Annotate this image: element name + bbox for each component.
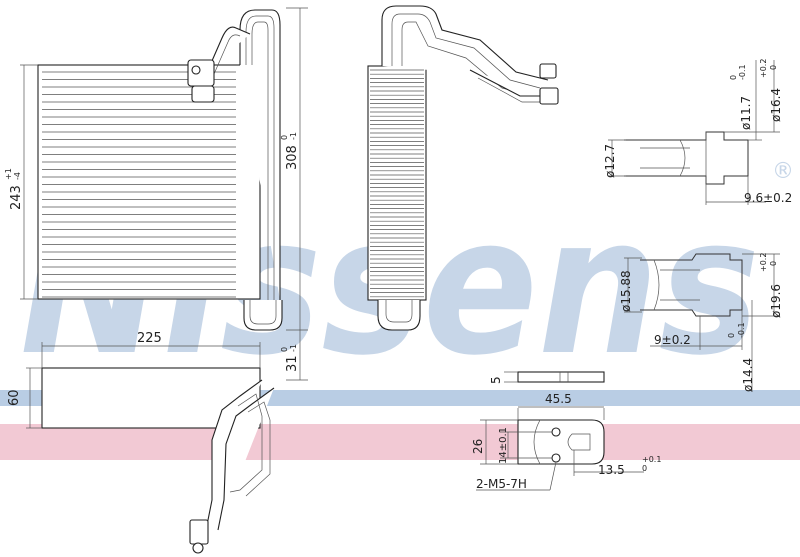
dim-offset: 31 (285, 355, 300, 372)
dim-pipe-small-id-tol-lower: -0.1 (738, 64, 747, 80)
dim-height-total: 308 (285, 145, 300, 170)
dim-pipe-small-od: ø12.7 (603, 144, 617, 178)
pink-band (0, 424, 800, 460)
dim-pipe-small-collar: ø16.4 (769, 88, 783, 122)
dim-flange-height: 26 (471, 439, 485, 454)
dim-pipe-large-id-tol-upper: 0 (727, 333, 736, 338)
dim-flange-width: 45.5 (545, 392, 572, 406)
dim-height-total-tol-upper: 0 (280, 135, 289, 140)
dim-offset-tol-lower: -1 (289, 344, 298, 352)
flange-side-view: 5 (489, 371, 605, 384)
dim-width: 225 (137, 331, 162, 346)
pipe-detail-small: 9.6±0.2 ø12.7 ø11.7 0 -0.1 ø16.4 +0.2 0 (603, 59, 792, 205)
dim-pipe-large-id: ø14.4 (741, 358, 755, 392)
dim-pipe-large-len: 9±0.2 (654, 333, 691, 347)
dim-pipe-small-id: ø11.7 (739, 96, 753, 130)
dim-flange-thickness: 5 (489, 376, 503, 384)
dim-depth: 60 (7, 389, 22, 406)
dim-flange-hole-offset-tol-lower: 0 (642, 464, 647, 473)
dim-flange-thread: 2-M5-7H (476, 477, 527, 491)
watermark-registered-mark: ® (772, 159, 794, 184)
side-view (367, 5, 559, 331)
dim-pipe-large-collar-tol-upper: +0.2 (759, 253, 768, 272)
dim-pipe-large-od: ø15.88 (619, 270, 633, 312)
front-view: 243 +1 -4 308 0 -1 31 0 -1 (4, 7, 308, 381)
dim-height-core-tol-lower: -4 (13, 172, 22, 180)
dim-pipe-large-id-tol-lower: -0.1 (737, 322, 746, 338)
dim-flange-hole-offset: 13.5 (598, 463, 625, 477)
side-view-fins (370, 69, 424, 298)
dim-pipe-large-collar: ø19.6 (769, 284, 783, 318)
dim-pipe-small-len: 9.6±0.2 (744, 191, 792, 205)
dim-offset-tol-upper: 0 (280, 347, 289, 352)
dim-height-core: 243 (9, 185, 24, 210)
flange-front-view: 45.5 26 14±0.1 13.5 +0.1 0 2-M5-7H (471, 392, 661, 491)
pipe-detail-large: ø15.88 ø19.6 +0.2 0 9±0.2 ø14.4 0 -0.1 (619, 253, 783, 392)
dim-pipe-small-collar-tol-upper: +0.2 (759, 59, 768, 78)
dim-flange-hole-dist: 14±0.1 (498, 427, 509, 464)
dim-pipe-large-collar-tol-lower: 0 (769, 261, 778, 266)
dim-pipe-small-collar-tol-lower: 0 (769, 65, 778, 70)
bottom-view: 225 60 (7, 331, 275, 554)
dim-flange-hole-offset-tol-upper: +0.1 (642, 455, 661, 464)
dim-height-core-tol-upper: +1 (4, 168, 13, 180)
dim-height-total-tol-lower: -1 (289, 132, 298, 140)
dim-pipe-small-id-tol-upper: 0 (729, 75, 738, 80)
